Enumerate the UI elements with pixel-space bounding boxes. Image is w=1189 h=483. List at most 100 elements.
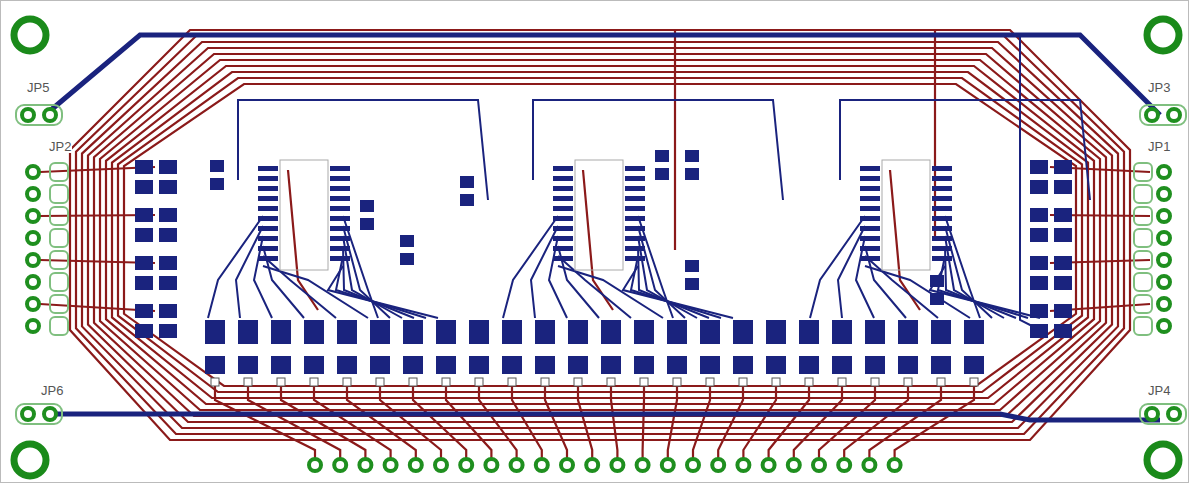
header-pad: [27, 166, 39, 178]
smd-pad: [400, 253, 414, 265]
smd-pad: [135, 304, 153, 318]
resistor-mark: [772, 378, 780, 386]
smd-pad: [210, 178, 224, 190]
ic-pad: [258, 196, 278, 201]
fanout-trace: [869, 386, 941, 465]
resistor-pad: [403, 320, 423, 344]
ic-pad: [860, 186, 880, 191]
bus-trace: [112, 72, 1088, 398]
ic-pad: [625, 256, 645, 261]
resistor-mark: [244, 378, 252, 386]
resistor-mark: [706, 378, 714, 386]
header-outline: [1134, 273, 1152, 291]
connector-label: JP6: [40, 384, 64, 397]
resistor-pad: [634, 320, 654, 344]
resistor-pad: [898, 356, 918, 374]
header-pad: [536, 459, 548, 471]
mounting-hole: [14, 19, 46, 51]
resistor-pad: [832, 356, 852, 374]
mounting-hole: [1147, 444, 1179, 476]
fanout-trace: [895, 386, 974, 465]
smd-pad: [1054, 160, 1072, 174]
ic-pad: [553, 236, 573, 241]
signal-trace: [930, 266, 1040, 318]
mounting-hole: [14, 444, 46, 476]
resistor-pad: [238, 356, 258, 374]
signal-trace: [288, 170, 318, 310]
resistor-pad: [601, 320, 621, 344]
ic-pad: [625, 176, 645, 181]
smd-pad: [655, 150, 669, 162]
bus-trace: [76, 36, 1124, 434]
signal-trace: [558, 266, 663, 318]
ic-pad: [625, 246, 645, 251]
smd-pad: [1054, 304, 1072, 318]
smd-pad: [135, 160, 153, 174]
resistor-pad: [667, 356, 687, 374]
resistor-pad: [667, 320, 687, 344]
signal-trace: [336, 256, 426, 318]
header-pad: [1158, 320, 1170, 332]
resistor-pad: [436, 356, 456, 374]
ic-pad: [932, 166, 952, 171]
fanout-trace: [819, 386, 875, 465]
fanout-trace: [347, 386, 416, 465]
bottom-traces: [45, 35, 1160, 420]
header-pad: [788, 459, 800, 471]
resistor-mark: [310, 378, 318, 386]
smd-pad: [1054, 324, 1072, 338]
ic-pad: [330, 236, 350, 241]
resistor-pad: [832, 320, 852, 344]
resistor-pad: [865, 356, 885, 374]
header-pad: [27, 320, 39, 332]
smd-pad: [1030, 180, 1048, 194]
resistor-mark: [442, 378, 450, 386]
resistor-pad: [304, 356, 324, 374]
ic-pad: [860, 216, 880, 221]
smd-pad: [1054, 276, 1072, 290]
signal-trace: [638, 246, 709, 318]
resistor-pad: [700, 356, 720, 374]
resistor-mark: [376, 378, 384, 386]
header-pad: [863, 459, 875, 471]
smd-pad: [135, 228, 153, 242]
header-pad: [410, 459, 422, 471]
ic-pad: [330, 216, 350, 221]
ic-pad: [258, 246, 278, 251]
header-pad: [435, 459, 447, 471]
fanout-trace: [512, 386, 542, 465]
resistor-pad: [238, 320, 258, 344]
resistor-mark: [541, 378, 549, 386]
signal-trace: [328, 266, 438, 318]
bus-trace: [94, 54, 1106, 416]
resistor-mark: [673, 378, 681, 386]
ic-pad: [932, 186, 952, 191]
header-outline: [50, 251, 68, 269]
resistor-mark: [343, 378, 351, 386]
ic-pad: [330, 166, 350, 171]
header-pad: [334, 459, 346, 471]
signal-trace: [865, 256, 938, 318]
header-pad: [27, 276, 39, 288]
signal-trace: [533, 100, 783, 200]
ic-pad: [553, 186, 573, 191]
resistor-mark: [805, 378, 813, 386]
resistor-pad: [865, 320, 885, 344]
smd-pad: [930, 293, 944, 305]
fanout-trace: [578, 386, 592, 465]
smd-pad: [685, 260, 699, 272]
fanout-trace: [248, 386, 340, 465]
ic-pad: [553, 256, 573, 261]
header-outline: [1134, 251, 1152, 269]
header-outline: [50, 229, 68, 247]
ic-pad: [860, 236, 880, 241]
signal-trace: [263, 266, 368, 318]
smd-parts: [135, 150, 1072, 386]
fanout-trace: [446, 386, 491, 465]
header-outline: [1134, 317, 1152, 335]
signal-trace: [503, 216, 558, 318]
fanout-trace: [693, 386, 710, 465]
ic-pad: [330, 196, 350, 201]
resistor-pad: [601, 356, 621, 374]
